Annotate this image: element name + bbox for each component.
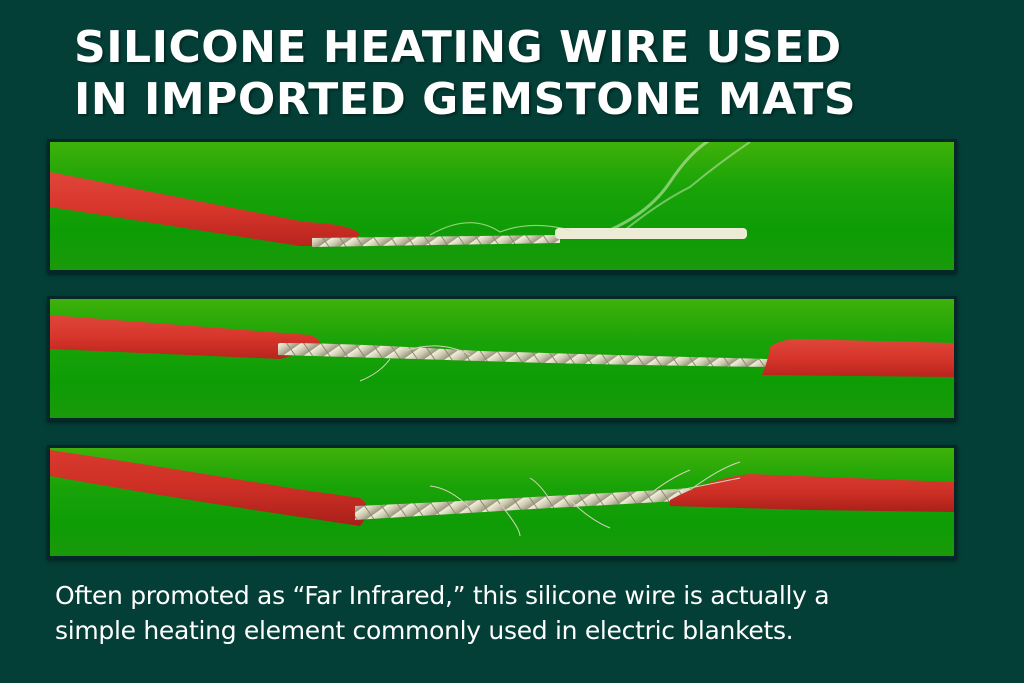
title-line-1: SILICONE HEATING WIRE USED [74, 22, 842, 73]
page-title: SILICONE HEATING WIRE USED IN IMPORTED G… [74, 22, 856, 126]
exposed-strand-illustration [50, 315, 954, 382]
frayed-wire-illustration [50, 450, 954, 537]
panel-intact-wire-smoking [47, 139, 957, 273]
caption-line-2: simple heating element commonly used in … [55, 616, 794, 645]
panel-frayed-broken-wire [47, 445, 957, 559]
panel-exposed-strand-between-insulation [47, 296, 957, 421]
title-line-2: IN IMPORTED GEMSTONE MATS [74, 74, 857, 125]
caption-line-1: Often promoted as “Far Infrared,” this s… [55, 581, 830, 610]
wire-smoking-illustration [50, 142, 751, 247]
caption: Often promoted as “Far Infrared,” this s… [55, 578, 955, 648]
